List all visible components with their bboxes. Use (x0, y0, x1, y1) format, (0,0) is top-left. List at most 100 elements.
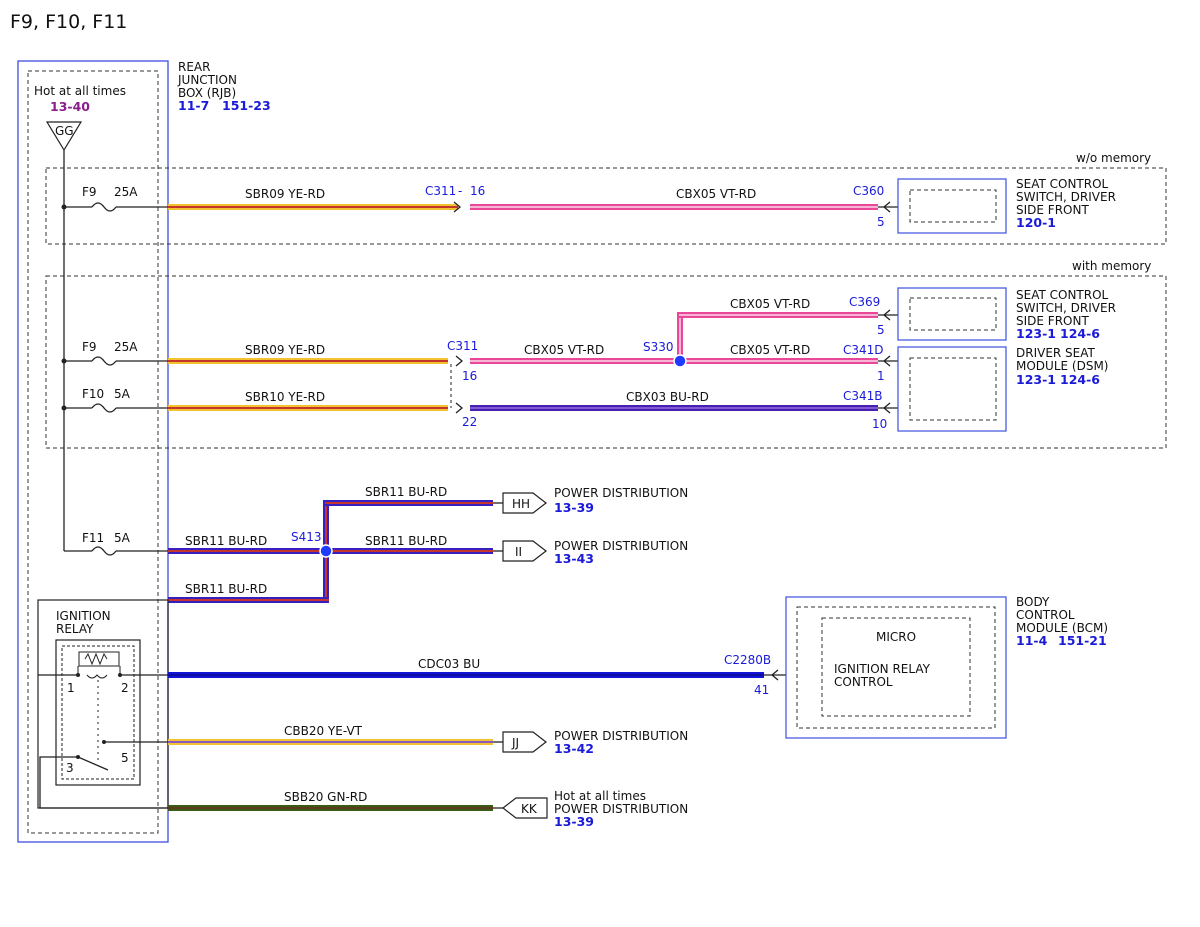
dsm-line1: DRIVER SEAT (1016, 346, 1096, 360)
power-dist-hh-label: POWER DISTRIBUTION (554, 486, 688, 500)
bcm-line2: CONTROL (1016, 608, 1075, 622)
power-dist-ii[interactable]: II POWER DISTRIBUTION 13-43 (502, 539, 688, 566)
relay-pin-3: 3 (66, 761, 74, 775)
power-dist-kk-label: POWER DISTRIBUTION (554, 802, 688, 816)
rjb-ref-2[interactable]: 151-23 (222, 98, 271, 113)
relay-coil-icon (78, 651, 120, 667)
power-dist-jj-tag: JJ (511, 736, 519, 750)
bcm-ref-2[interactable]: 151-21 (1058, 633, 1107, 648)
connector-gg: GG (55, 124, 74, 138)
c311-top-separator: - (458, 184, 462, 198)
rjb-ref-1[interactable]: 11-7 (178, 98, 209, 113)
section-with-memory (45, 275, 1167, 449)
section-with-memory-label: with memory (1072, 259, 1151, 273)
wire-cbx05-upper-label: CBX05 VT-RD (730, 297, 810, 311)
page-title: F9, F10, F11 (10, 11, 127, 33)
seat-switch-wo-line1: SEAT CONTROL (1016, 177, 1109, 191)
bcm-line3: MODULE (BCM) (1016, 621, 1108, 635)
dsm-ref-2[interactable]: 124-6 (1060, 372, 1100, 387)
power-dist-hh[interactable]: HH POWER DISTRIBUTION 13-39 (502, 486, 688, 515)
ignition-relay-line1: IGNITION (56, 609, 111, 623)
fuse-f9-mid-rating: 25A (114, 340, 138, 354)
rjb-name-2: JUNCTION (177, 73, 237, 87)
c369-pin: 5 (877, 323, 885, 337)
seat-switch-with-line1: SEAT CONTROL (1016, 288, 1109, 302)
ignition-relay-line2: RELAY (56, 622, 94, 636)
fuse-f11-rating: 5A (114, 531, 131, 545)
wire-sbr10[interactable] (168, 405, 448, 411)
c311-top-pin: 16 (470, 184, 485, 198)
power-dist-kk-ref[interactable]: 13-39 (554, 814, 594, 829)
relay-pin-5: 5 (121, 751, 129, 765)
fuse-f9-top[interactable]: F9 25A (64, 185, 168, 212)
seat-switch-wo-line3: SIDE FRONT (1016, 203, 1089, 217)
wire-cbx03-label: CBX03 BU-RD (626, 390, 709, 404)
wire-sbr09-top[interactable] (168, 204, 458, 210)
splice-s330[interactable] (673, 354, 687, 368)
bcm-micro: MICRO (876, 630, 916, 644)
rjb-inner-box (27, 70, 159, 834)
c341d-pin: 1 (877, 369, 885, 383)
c311-mid-pin: 16 (462, 369, 477, 383)
wire-cbx05-mid-right-label: CBX05 VT-RD (730, 343, 810, 357)
seat-switch-with-ref-1[interactable]: 123-1 (1016, 326, 1056, 341)
section-without-memory (45, 167, 1167, 245)
bcm-control-line2: CONTROL (834, 675, 893, 689)
seat-switch-with-line3: SIDE FRONT (1016, 314, 1089, 328)
wire-sbr09-top-label: SBR09 YE-RD (245, 187, 325, 201)
splice-s330-label: S330 (643, 340, 674, 354)
c311-low-pin: 22 (462, 415, 477, 429)
seat-switch-wo-box[interactable] (897, 178, 1007, 234)
power-dist-jj-ref[interactable]: 13-42 (554, 741, 594, 756)
c311-top-label: C311 (425, 184, 456, 198)
fuse-f9-top-rating: 25A (114, 185, 138, 199)
power-dist-kk-tag: KK (521, 802, 538, 816)
bcm-line1: BODY (1016, 595, 1050, 609)
bcm-control-line1: IGNITION RELAY (834, 662, 931, 676)
wire-sbr09-mid-label: SBR09 YE-RD (245, 343, 325, 357)
wire-sbr09-mid[interactable] (168, 358, 448, 364)
power-dist-ii-tag: II (515, 545, 522, 559)
wire-sbr11-top-label: SBR11 BU-RD (365, 485, 447, 499)
wire-cbx05-mid-left-label: CBX05 VT-RD (524, 343, 604, 357)
c341d-label: C341D (843, 343, 884, 357)
c360-label: C360 (853, 184, 884, 198)
dsm-box[interactable] (897, 346, 1007, 432)
rjb-name-3: BOX (RJB) (178, 86, 236, 100)
dsm-line2: MODULE (DSM) (1016, 359, 1108, 373)
wire-cdc03-label: CDC03 BU (418, 657, 480, 671)
power-dist-ii-label: POWER DISTRIBUTION (554, 539, 688, 553)
bcm-box[interactable] (785, 596, 1007, 739)
fuse-f11[interactable]: F11 5A (64, 531, 168, 556)
splice-s413[interactable] (319, 544, 333, 558)
seat-switch-wo-line2: SWITCH, DRIVER (1016, 190, 1116, 204)
seat-switch-with-ref-2[interactable]: 124-6 (1060, 326, 1100, 341)
seat-switch-with-box[interactable] (897, 287, 1007, 341)
fuse-f9-mid[interactable]: F9 25A (64, 340, 168, 366)
rjb-hot-ref[interactable]: 13-40 (50, 99, 90, 114)
power-dist-hh-ref[interactable]: 13-39 (554, 500, 594, 515)
bcm-ref-1[interactable]: 11-4 (1016, 633, 1048, 648)
power-dist-kk[interactable]: KK Hot at all times POWER DISTRIBUTION 1… (502, 789, 688, 829)
splice-s413-label: S413 (291, 530, 322, 544)
power-dist-kk-hot: Hot at all times (554, 789, 646, 803)
connector-gg-icon (45, 121, 83, 152)
c311-mid-label: C311 (447, 339, 478, 353)
wire-cbb20-label: CBB20 YE-VT (284, 724, 363, 738)
wire-sbr11-low-label: SBR11 BU-RD (185, 582, 267, 596)
power-dist-jj[interactable]: JJ POWER DISTRIBUTION 13-42 (502, 729, 688, 756)
power-dist-ii-ref[interactable]: 13-43 (554, 551, 594, 566)
c360-pin: 5 (877, 215, 885, 229)
fuse-f11-id: F11 (82, 531, 104, 545)
c341b-pin: 10 (872, 417, 887, 431)
fuse-f10-rating: 5A (114, 387, 131, 401)
wire-cbx05-top-label: CBX05 VT-RD (676, 187, 756, 201)
seat-switch-wo-ref[interactable]: 120-1 (1016, 215, 1056, 230)
fuse-f10[interactable]: F10 5A (64, 387, 168, 413)
c341b-label: C341B (843, 389, 883, 403)
wire-sbb20-label: SBB20 GN-RD (284, 790, 367, 804)
power-dist-jj-label: POWER DISTRIBUTION (554, 729, 688, 743)
section-without-memory-label: w/o memory (1076, 151, 1151, 165)
dsm-ref-1[interactable]: 123-1 (1016, 372, 1056, 387)
